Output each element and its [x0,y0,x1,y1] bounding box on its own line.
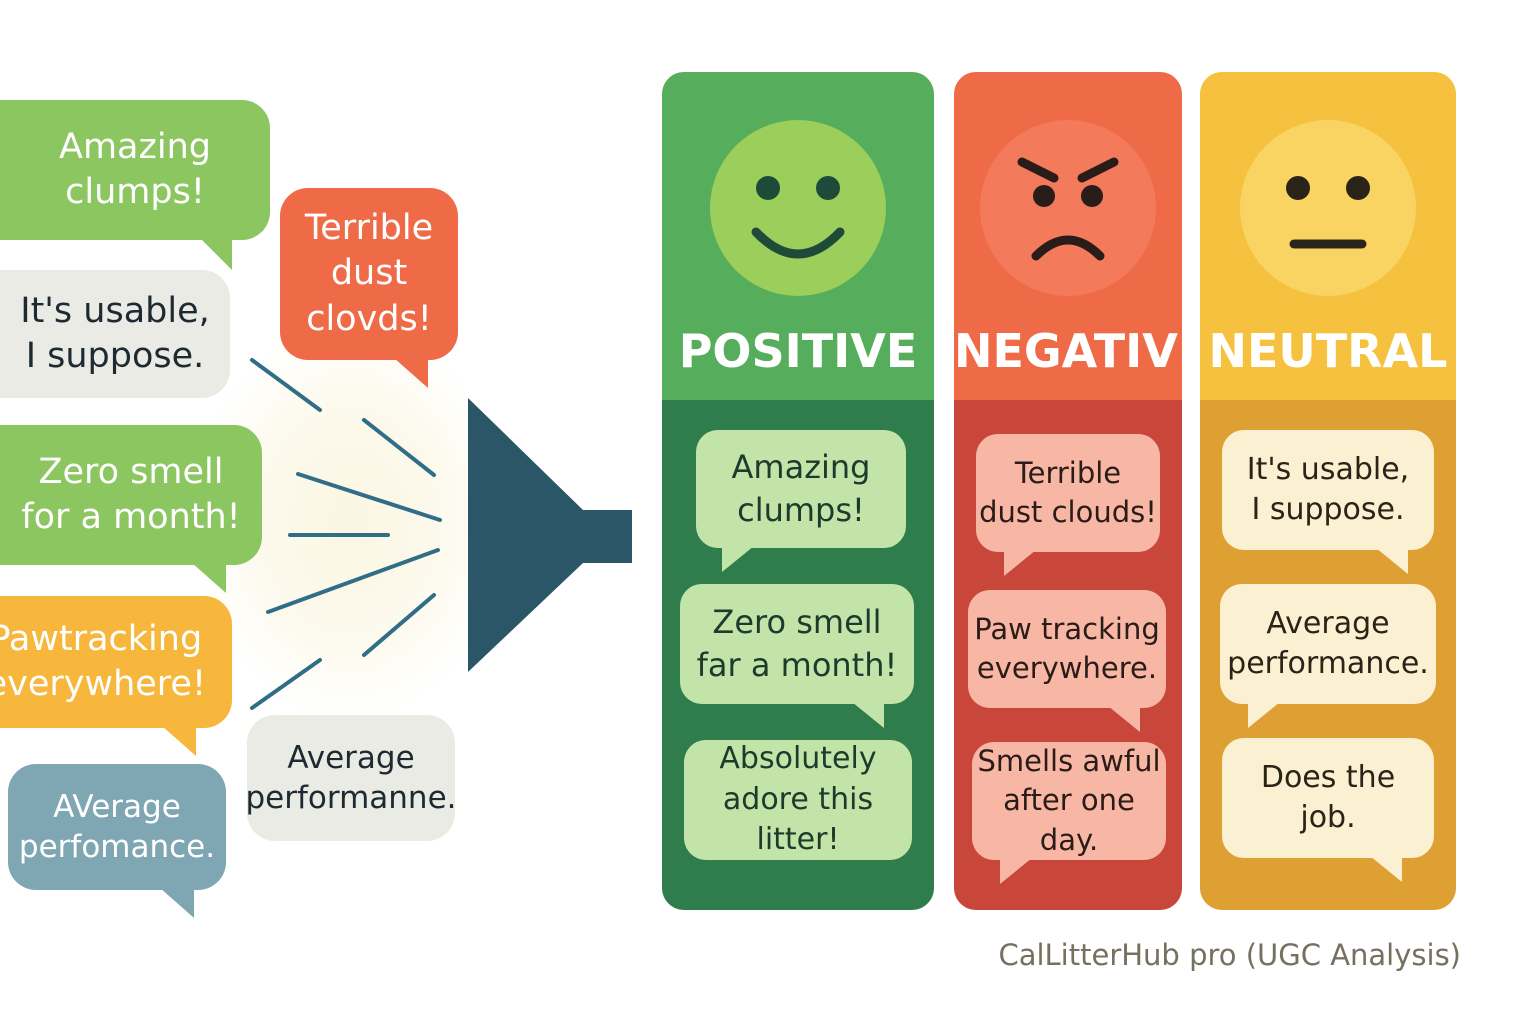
negative-review-card: Smells awful after one day. [972,742,1166,860]
input-review-bubble: Zero smell for a month! [0,425,262,565]
input-review-text: AVerage perfomance. [18,788,216,865]
input-review-text: Zero smell for a month! [21,451,241,538]
bubble-tail [1370,856,1402,882]
flow-ray [362,593,436,657]
input-review-bubble: Amazing clumps! [0,100,270,240]
bubble-tail [852,702,884,728]
bubble-tail [394,358,428,388]
happy-face-icon [710,120,886,296]
flow-ray [296,472,442,522]
input-review-text: Pawtracking everywhere! [0,618,206,705]
input-review-text: Amazing clumps! [59,126,211,213]
input-review-bubble: Pawtracking everywhere! [0,596,232,728]
input-review-bubble: It's usable, I suppose. [0,270,230,398]
input-review-text: Average performanne. [245,739,457,816]
input-review-bubble: AVerage perfomance. [8,764,226,890]
flow-ray [250,358,322,412]
positive-review-card: Zero smell far a month! [680,584,914,704]
neutral-review-card: It's usable, I suppose. [1222,430,1434,550]
bubble-tail [1376,548,1408,574]
input-review-text: Terrible dust clovds! [304,207,434,339]
input-review-text: It's usable, I suppose. [20,290,210,377]
input-review-bubble: Terrible dust clovds! [280,188,458,360]
bubble-tail [162,726,196,756]
flow-ray [362,418,436,477]
bubble-tail [200,238,232,270]
bubble-tail [722,546,754,572]
bubble-tail [1248,702,1280,728]
bubble-tail [1004,550,1036,576]
flow-ray [266,548,440,614]
neutral-title: NEUTRAL [1208,324,1448,378]
negative-column: NEGATIVE Terrible dust clouds! Paw track… [954,72,1182,910]
positive-review-card: Absolutely adore this litter! [684,740,912,860]
input-review-bubble: Average performanne. [245,715,457,841]
neutral-review-card: Average performance. [1220,584,1436,704]
negative-review-card: Terrible dust clouds! [976,434,1160,552]
angry-face-icon [980,120,1156,296]
footer-caption: CalLitterHub pro (UGC Analysis) [998,938,1461,972]
negative-title: NEGATIVE [954,324,1182,378]
positive-title: POSITIVE [678,324,918,378]
positive-column: POSITIVE Amazing clumps! Zero smell far … [662,72,934,910]
bubble-tail [192,563,226,593]
bubble-tail [1000,858,1032,884]
bubble-tail [1108,706,1140,732]
neutral-column: NEUTRAL It's usable, I suppose. Average … [1200,72,1456,910]
negative-review-card: Paw tracking everywhere. [968,590,1166,708]
neutral-review-card: Does the job. [1222,738,1434,858]
neutral-face-icon [1240,120,1416,296]
bubble-tail [160,888,194,918]
positive-review-card: Amazing clumps! [696,430,906,548]
flow-ray [250,658,322,710]
